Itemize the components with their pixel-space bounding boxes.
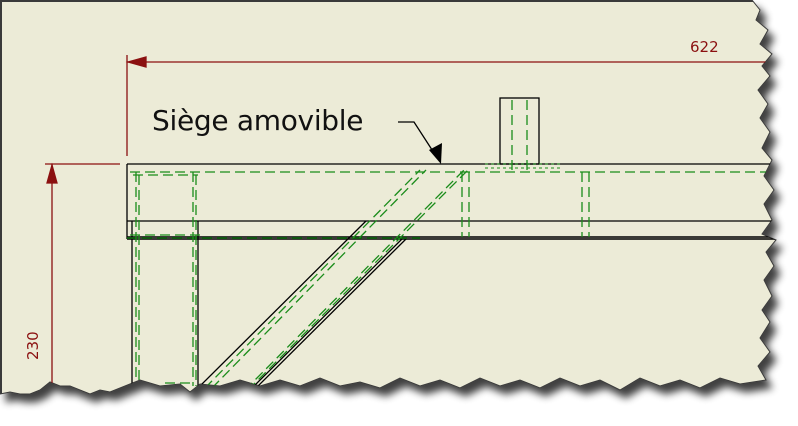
dimension-vertical [45,162,120,394]
callout-label: Siège amovible [152,104,364,137]
torn-paper-sheet [0,0,777,395]
callout-arrowhead [429,143,442,164]
hidden-lines [127,100,776,391]
dimension-label-horizontal: 622 [690,38,719,56]
dimension-label-vertical: 230 [24,331,42,360]
dimension-horizontal [125,55,776,156]
drawing-geometry [0,0,776,394]
hidden-detail-ticks [485,163,560,169]
